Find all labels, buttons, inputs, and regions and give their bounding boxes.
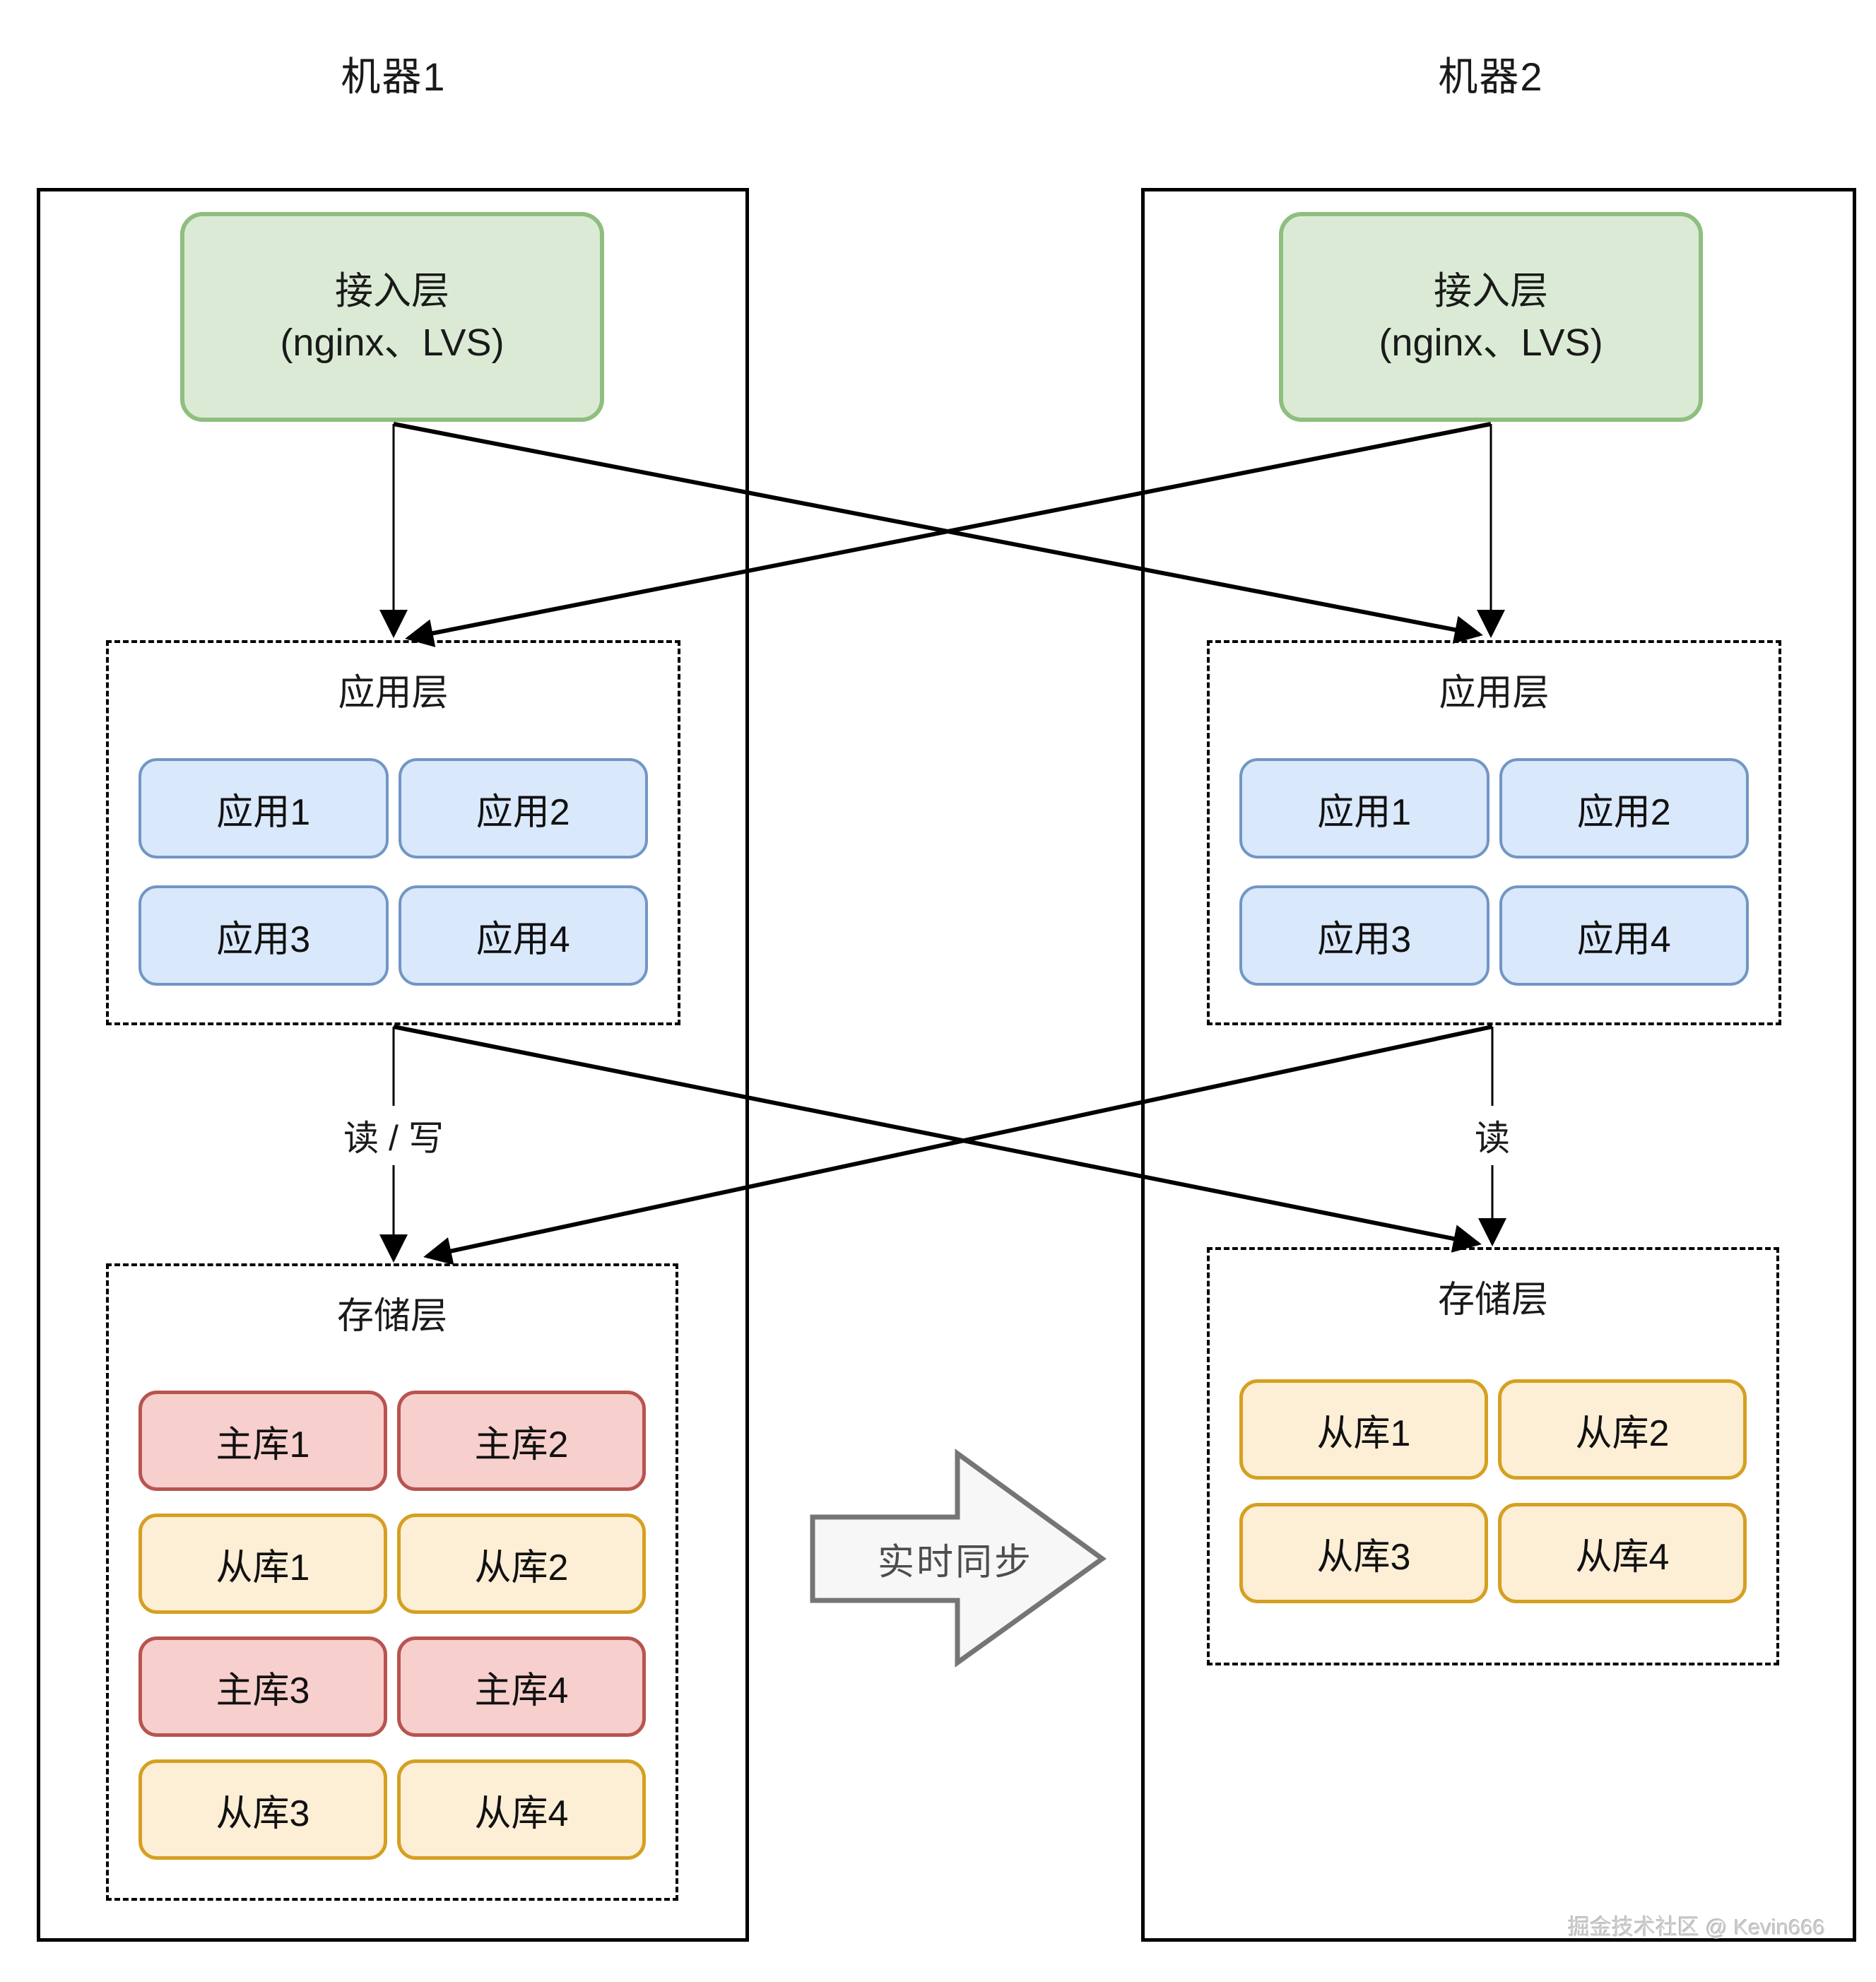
- sync-arrow-label: 实时同步: [877, 1542, 1034, 1583]
- db-box-master: 主库2: [397, 1391, 646, 1491]
- db-box-replica: 从库3: [1239, 1503, 1488, 1603]
- access-layer-title: 接入层: [335, 269, 449, 312]
- watermark: 掘金技术社区 @ Kevin666: [1568, 1915, 1825, 1940]
- machine1-app-layer: 应用层 应用1 应用2 应用3 应用4: [106, 640, 680, 1025]
- access-layer-subtitle: (nginx、LVS): [1379, 321, 1603, 364]
- access-layer-subtitle: (nginx、LVS): [280, 321, 505, 364]
- app-layer-label: 应用层: [1439, 673, 1550, 714]
- app-box: 应用1: [138, 758, 389, 859]
- storage-layer-label: 存储层: [1437, 1280, 1548, 1321]
- app-box: 应用4: [398, 885, 648, 986]
- app-grid: 应用1 应用2 应用3 应用4: [138, 758, 648, 986]
- storage-layer-label: 存储层: [336, 1296, 447, 1337]
- app-box: 应用3: [1239, 885, 1489, 986]
- read-write-label: 读 / 写: [334, 1106, 454, 1165]
- db-box-master: 主库3: [138, 1636, 387, 1737]
- db-box-replica: 从库1: [138, 1514, 387, 1614]
- access-layer-title: 接入层: [1434, 269, 1548, 312]
- app-grid: 应用1 应用2 应用3 应用4: [1239, 758, 1749, 986]
- app-box: 应用2: [398, 758, 648, 859]
- app-box: 应用2: [1499, 758, 1749, 859]
- machine2-app-layer: 应用层 应用1 应用2 应用3 应用4: [1207, 640, 1781, 1025]
- machine1-title: 机器1: [341, 54, 447, 99]
- app-box: 应用3: [138, 885, 389, 986]
- db-box-master: 主库4: [397, 1636, 646, 1737]
- machine2-box: [1141, 188, 1856, 1942]
- machine2-storage-layer: 存储层 从库1 从库2 从库3 从库4: [1207, 1247, 1779, 1665]
- app-layer-label: 应用层: [338, 673, 449, 714]
- db-box-replica: 从库1: [1239, 1379, 1488, 1480]
- machine1-storage-layer: 存储层 主库1 主库2 从库1 从库2 主库3 主库4 从库3 从库4: [106, 1263, 678, 1901]
- machine1-box: [37, 188, 749, 1942]
- machine2-access-layer-box: 接入层 (nginx、LVS): [1279, 212, 1703, 422]
- machine1-access-layer-box: 接入层 (nginx、LVS): [180, 212, 604, 422]
- db-box-replica: 从库2: [397, 1514, 646, 1614]
- read-label: 读: [1465, 1106, 1520, 1165]
- db-box-replica: 从库4: [397, 1759, 646, 1860]
- app-box: 应用4: [1499, 885, 1749, 986]
- db-box-replica: 从库2: [1498, 1379, 1747, 1480]
- storage-grid: 主库1 主库2 从库1 从库2 主库3 主库4 从库3 从库4: [138, 1391, 646, 1860]
- db-box-replica: 从库3: [138, 1759, 387, 1860]
- storage-grid: 从库1 从库2 从库3 从库4: [1239, 1379, 1747, 1603]
- db-box-master: 主库1: [138, 1391, 387, 1491]
- app-box: 应用1: [1239, 758, 1489, 859]
- db-box-replica: 从库4: [1498, 1503, 1747, 1603]
- machine2-title: 机器2: [1438, 54, 1544, 99]
